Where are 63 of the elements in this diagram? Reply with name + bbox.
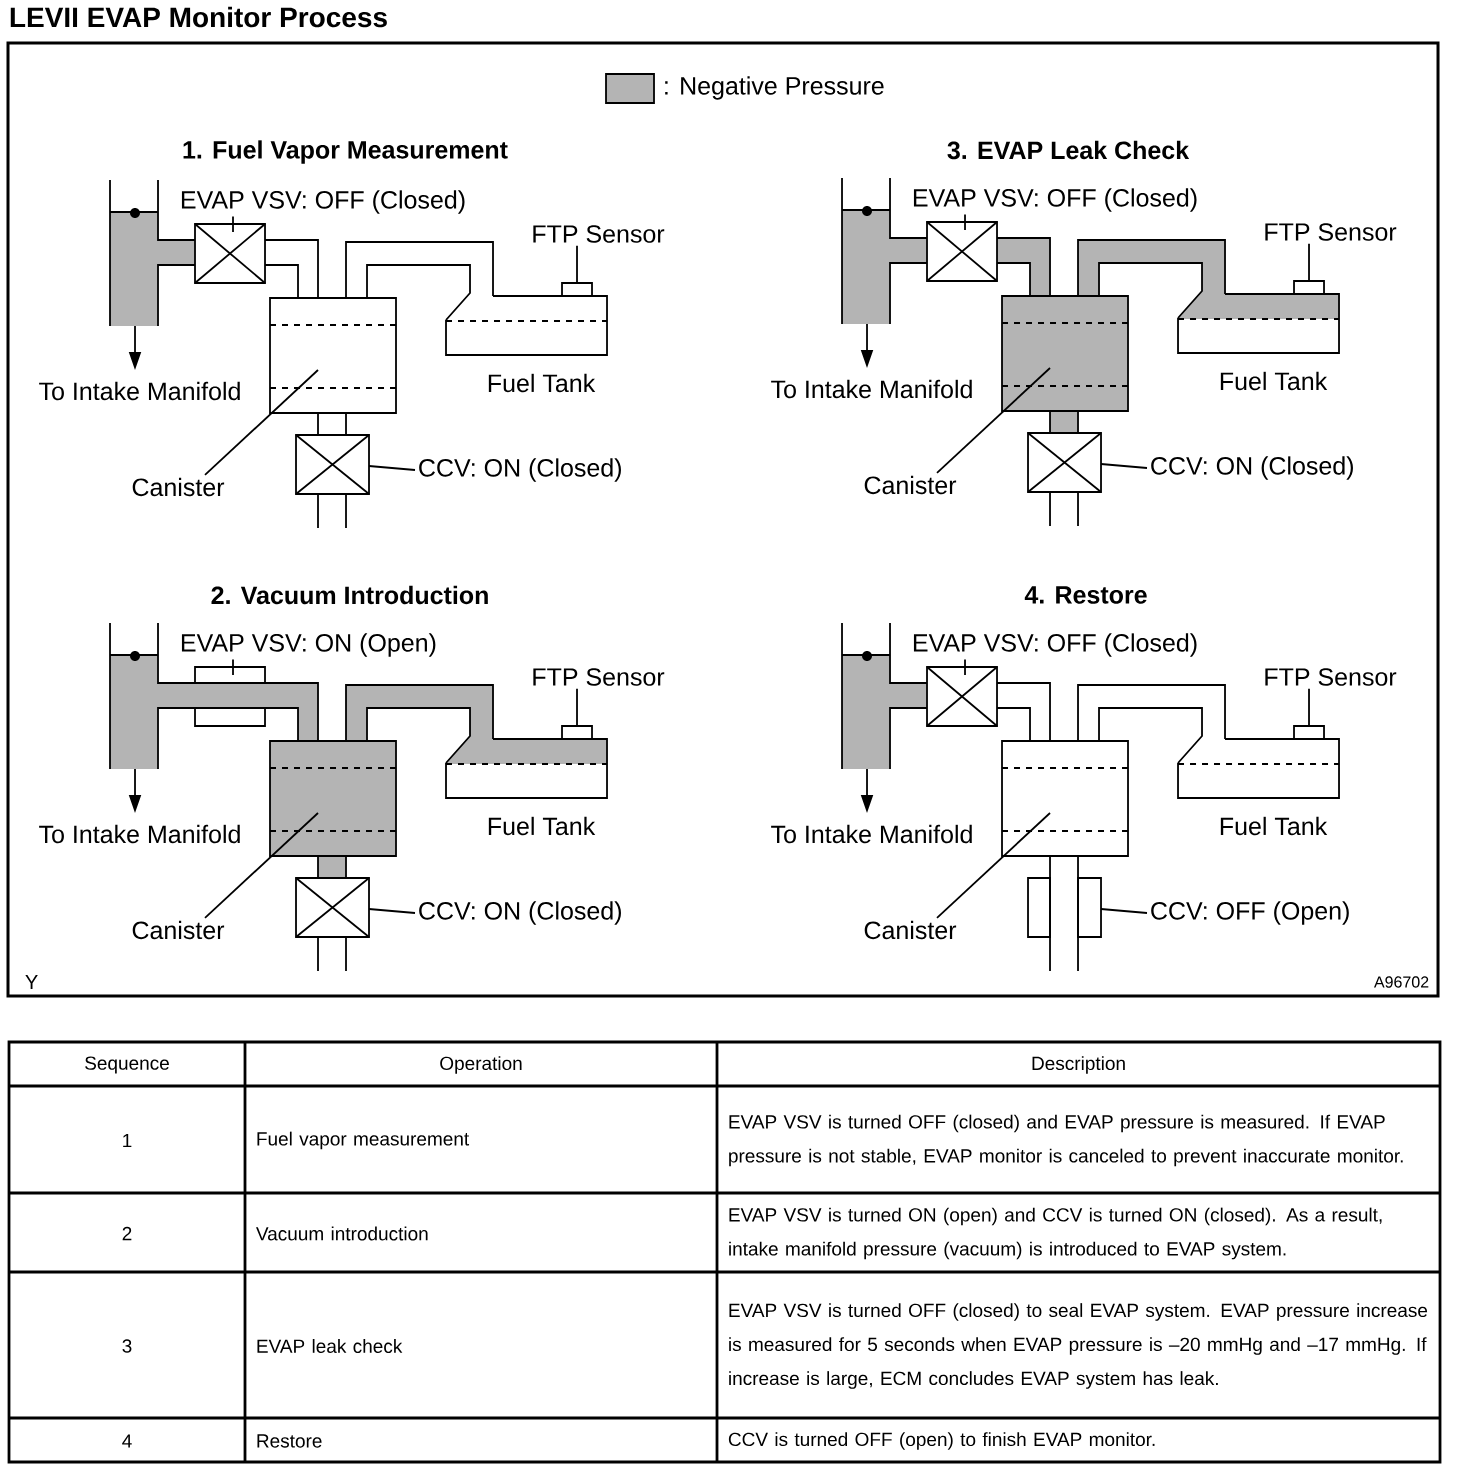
leader-line (368, 908, 416, 914)
valve-label: CCV: ON (Closed) (419, 458, 621, 482)
sensor-label: FTP Sensor (533, 225, 665, 243)
table-text: 2 (122, 1226, 132, 1241)
table-text: EVAP VSV is turned ON (open) and CCV is turned ON (closed). As a result, intake manifold pressure (vacuum) is introduced to EVAP system. (729, 1207, 1382, 1260)
sensor-label: FTP Sensor (1265, 668, 1397, 686)
panel-title: 4. Restore (1024, 586, 1147, 604)
leader-line (964, 658, 966, 676)
leader-line (232, 215, 234, 233)
panel-title: 1. Fuel Vapor Measurement (183, 140, 508, 164)
valve-label: CCV: ON (Closed) (419, 901, 621, 925)
table-text: Vacuum introduction (256, 1226, 428, 1241)
part-label: To Intake Manifold (771, 824, 972, 844)
valve-label: EVAP VSV: OFF (Closed) (913, 633, 1197, 657)
leader-line (1100, 908, 1148, 914)
sensor-box (1293, 280, 1325, 295)
panel-title: 2. Vacuum Introduction (211, 585, 488, 605)
table-text: CCV is turned OFF (open) to finish EVAP monitor. (728, 1432, 1155, 1450)
sensor-label: FTP Sensor (1265, 223, 1397, 241)
part-label: To Intake Manifold (39, 824, 240, 844)
leader-line (964, 213, 966, 231)
sensor-box (561, 725, 593, 740)
canister-label: Canister (132, 477, 225, 497)
panel-title: 3. EVAP Leak Check (947, 140, 1190, 160)
table-text: EVAP VSV is turned OFF (closed) to seal EVAP system. EVAP pressure increase is measured for 5 seconds when EVAP pressure is –20 mmHg and –17 mmHg. If increase is large, ECM concludes EVAP system has leak. (729, 1303, 1428, 1389)
table-text: Restore (257, 1434, 322, 1448)
canister-label: Canister (132, 920, 225, 940)
leader-line (368, 465, 416, 471)
table-text: 1 (123, 1133, 132, 1148)
valve-label: EVAP VSV: ON (Open) (181, 633, 436, 657)
leader-line (204, 369, 319, 476)
table-text: 3 (122, 1339, 132, 1353)
canister-label: Canister (864, 920, 957, 940)
leader-line (1100, 463, 1148, 469)
sensor-label: FTP Sensor (533, 668, 665, 686)
leader-line (576, 687, 578, 726)
table-text: EVAP VSV is turned OFF (closed) and EVAP pressure is measured. If EVAP pressure is not stable, EVAP monitor is canceled to prevent inaccurate monitor. (729, 1114, 1403, 1167)
table-header: Sequence (85, 1056, 169, 1074)
leader-line (204, 812, 319, 919)
leader-line (1308, 242, 1310, 281)
table-text: 4 (122, 1434, 132, 1448)
leader-line (1308, 687, 1310, 726)
leader-line (936, 812, 1051, 919)
valve-label: CCV: ON (Closed) (1151, 456, 1353, 480)
valve-label: EVAP VSV: OFF (Closed) (181, 190, 465, 214)
leader-line (576, 244, 578, 283)
table-text: Fuel vapor measurement (257, 1131, 470, 1150)
leader-line (936, 367, 1051, 474)
figure-id: A96702 (1374, 976, 1429, 988)
table-text: EVAP leak check (257, 1339, 403, 1353)
canister-label: Canister (864, 475, 957, 495)
sensor-box (1293, 725, 1325, 740)
legend-text: : Negative Pressure (665, 76, 884, 100)
part-label: To Intake Manifold (39, 381, 240, 401)
sensor-box (561, 282, 593, 297)
table-header: Description (1032, 1056, 1125, 1074)
valve-label: EVAP VSV: OFF (Closed) (913, 188, 1197, 212)
valve-label: CCV: OFF (Open) (1151, 901, 1349, 925)
table-header: Operation (440, 1056, 522, 1074)
leader-line (232, 658, 234, 676)
corner-mark: Y (25, 975, 38, 989)
part-label: To Intake Manifold (771, 379, 972, 399)
page-title: LEVII EVAP Monitor Process (10, 6, 387, 28)
